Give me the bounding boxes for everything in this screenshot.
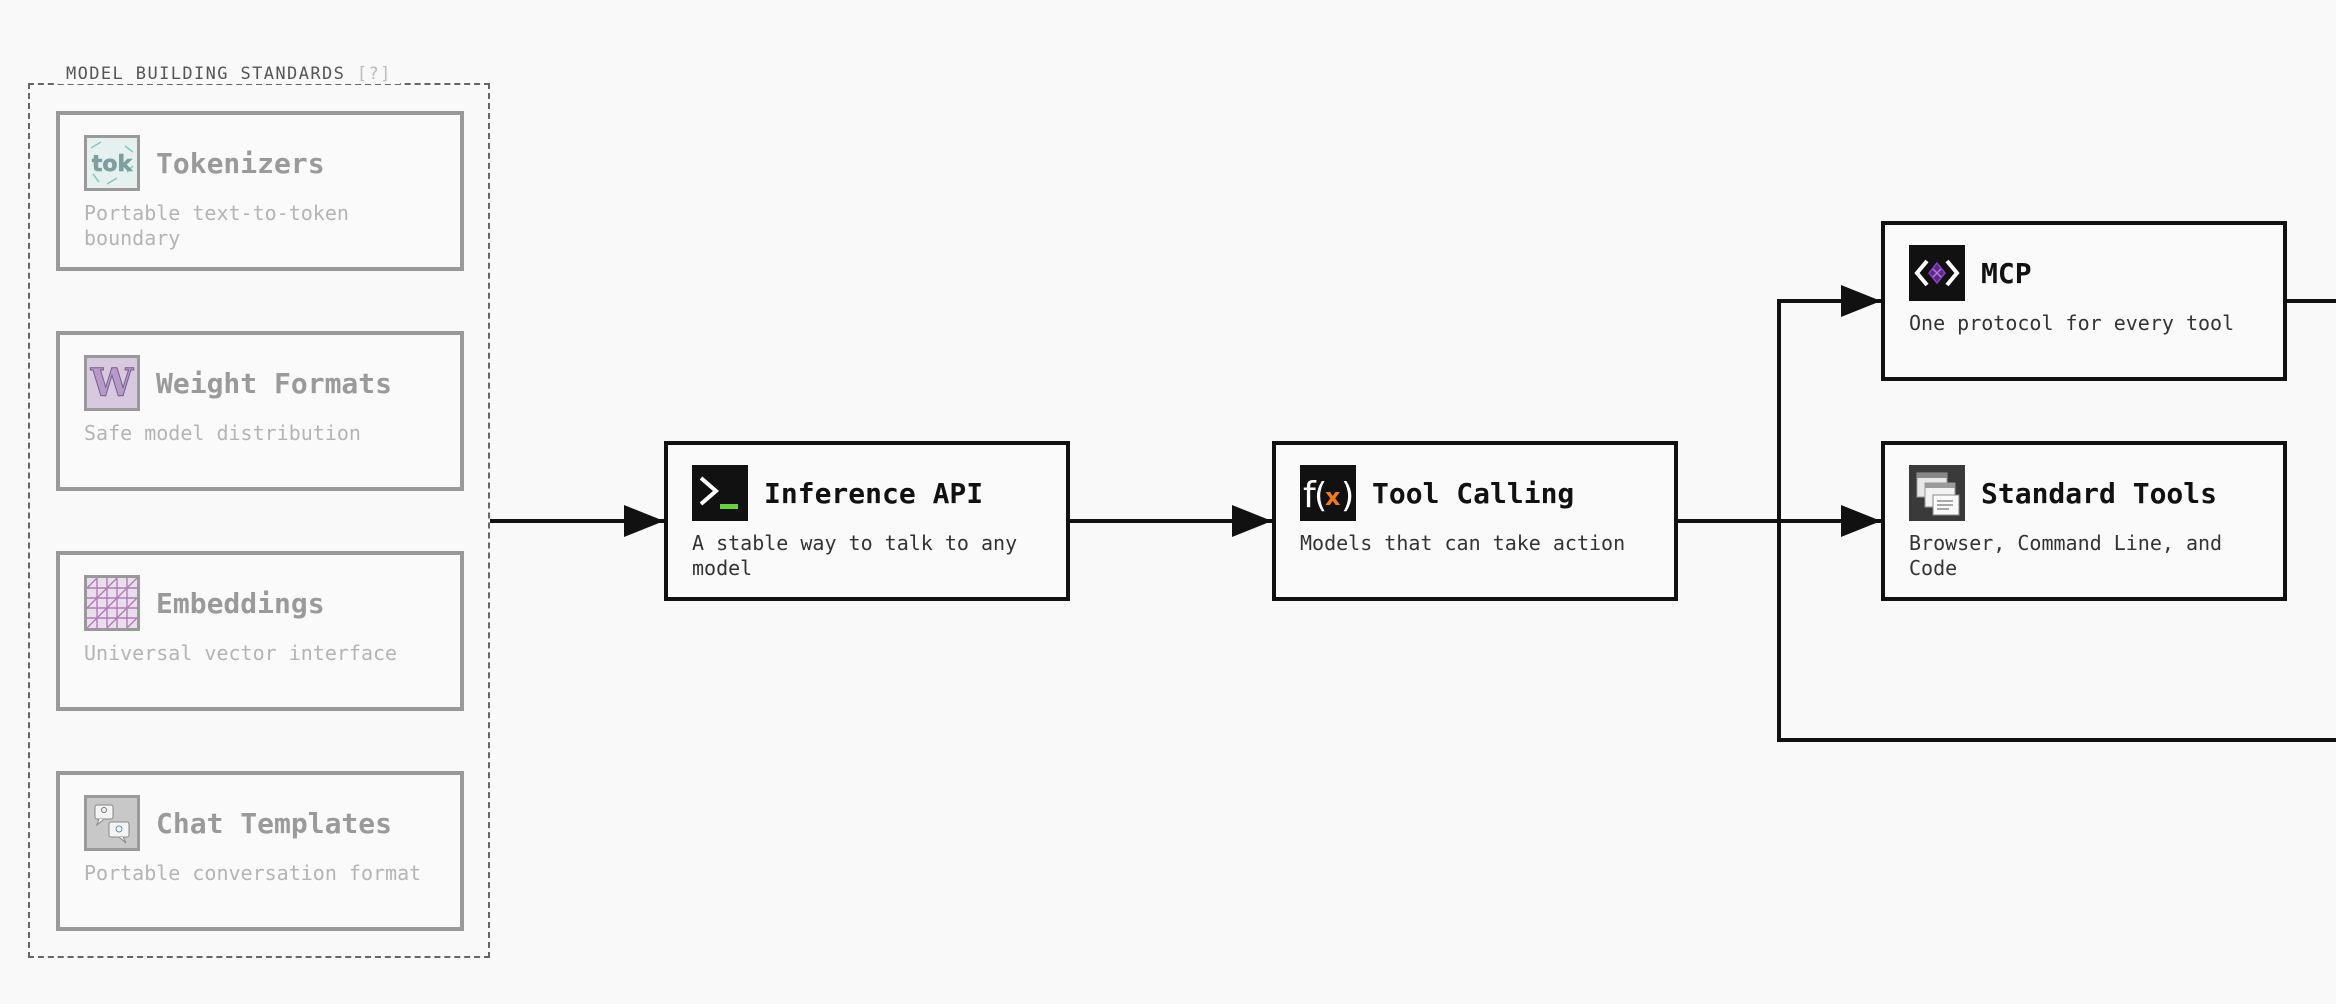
model-building-standards-group [28,83,490,958]
node-title: Weight Formats [156,366,393,400]
chat-bubbles-icon [84,795,140,851]
function-x-icon: f ( x ) [1300,465,1356,521]
node-title: Tool Calling [1372,476,1575,510]
node-title: Tokenizers [156,146,325,180]
node-embeddings[interactable]: Embeddings Universal vector interface [56,551,464,711]
node-title: Standard Tools [1981,476,2218,510]
edge-branch-offscreen [1777,521,2336,742]
svg-text:x: x [1325,483,1341,511]
browser-windows-icon [1909,465,1965,521]
edge-branch-to-mcp [1777,285,1881,521]
node-title: Embeddings [156,586,325,620]
node-mcp[interactable]: MCP One protocol for every tool [1881,221,2287,381]
node-title: Inference API [764,476,984,510]
group-label: MODEL BUILDING STANDARDS [?] [58,64,400,84]
terminal-prompt-icon [692,465,748,521]
node-weight-formats[interactable]: W Weight Formats Safe model distribution [56,331,464,491]
node-description: Browser, Command Line, and Code [1909,531,2223,580]
node-inference-api[interactable]: Inference API A stable way to talk to an… [664,441,1070,601]
help-link[interactable]: [?] [356,64,392,84]
node-chat-templates[interactable]: Chat Templates Portable conversation for… [56,771,464,931]
node-description: Safe model distribution [84,421,361,445]
node-description: Portable conversation format [84,861,422,885]
node-description: One protocol for every tool [1909,311,2235,335]
svg-text:tok: tok [92,152,134,177]
node-standard-tools[interactable]: Standard Tools Browser, Command Line, an… [1881,441,2287,601]
node-title: MCP [1981,256,2032,290]
tokenizer-icon: tok [84,135,140,191]
node-description: Portable text-to-token boundary [84,201,349,250]
node-tool-calling[interactable]: f ( x ) Tool Calling Models that can tak… [1272,441,1678,601]
node-description: Universal vector interface [84,641,398,665]
node-description: A stable way to talk to any model [692,531,1018,580]
group-title: MODEL BUILDING STANDARDS [66,64,346,84]
weight-format-icon: W [84,355,140,411]
svg-text:(: ( [1314,476,1327,516]
embeddings-grid-icon [84,575,140,631]
node-tokenizers[interactable]: tok Tokenizers Portable text-to-token bo… [56,111,464,271]
svg-text:f: f [1303,475,1317,516]
node-title: Chat Templates [156,806,393,840]
svg-text:W: W [90,360,135,405]
node-description: Models that can take action [1300,531,1626,555]
mcp-code-brackets-icon [1909,245,1965,301]
svg-text:): ) [1341,476,1354,516]
